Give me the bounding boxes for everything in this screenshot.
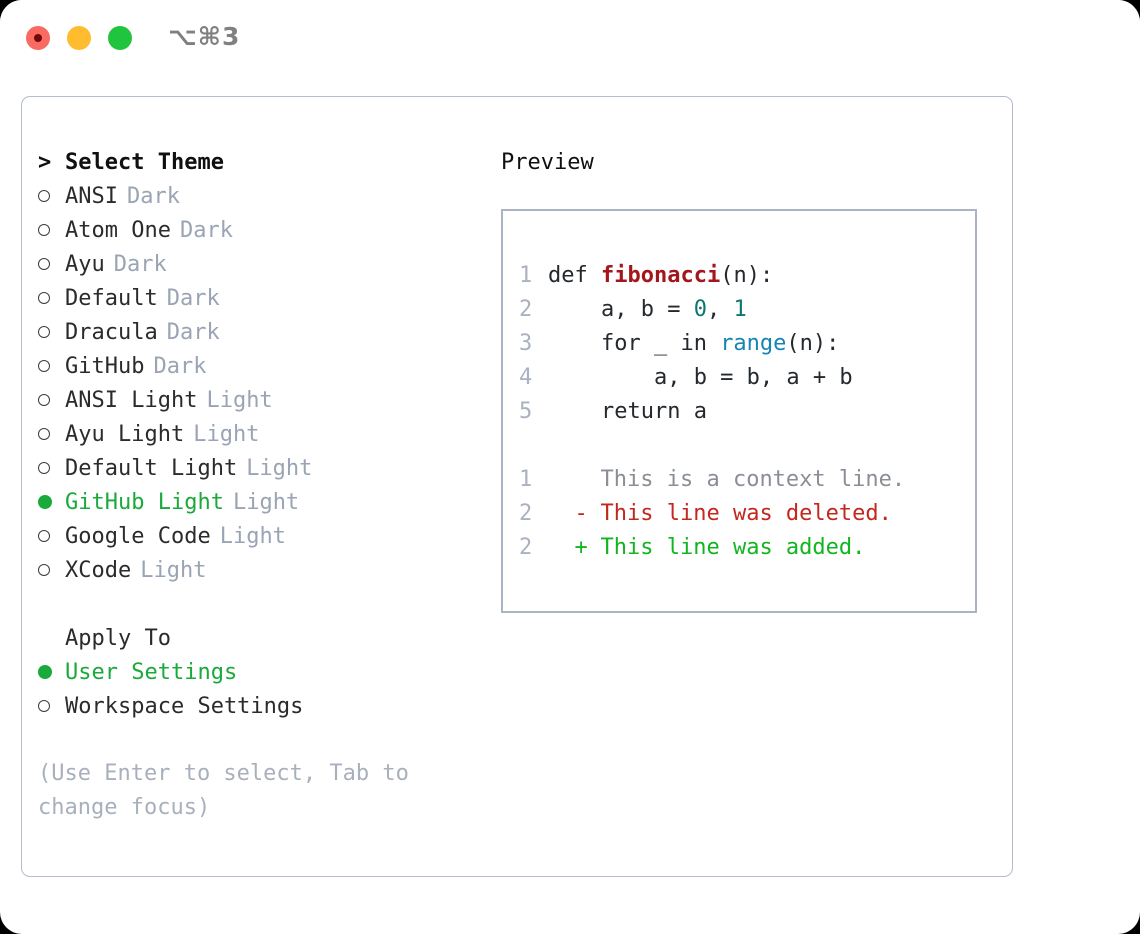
theme-item-variant: Light bbox=[219, 523, 286, 549]
theme-item-default-light[interactable]: Default Light Light bbox=[38, 451, 478, 485]
prompt-marker: > bbox=[38, 149, 52, 175]
diff-sample: 1 This is a context line.2 -This line wa… bbox=[519, 462, 963, 564]
code-token: def bbox=[548, 262, 601, 288]
code-token: 0 bbox=[693, 296, 707, 322]
diff-marker: - bbox=[574, 500, 588, 526]
theme-item-variant: Dark bbox=[113, 251, 167, 277]
theme-item-github-light[interactable]: GitHub Light Light bbox=[38, 485, 478, 519]
code-token: range bbox=[720, 330, 787, 356]
code-token: , bbox=[706, 296, 734, 322]
theme-item-ansi-light[interactable]: ANSI Light Light bbox=[38, 383, 478, 417]
apply-to-option-label: User Settings bbox=[65, 659, 238, 685]
theme-item-variant: Light bbox=[140, 557, 207, 583]
theme-item-atom-one[interactable]: Atom One Dark bbox=[38, 213, 478, 247]
theme-item-label: ANSI bbox=[65, 183, 118, 209]
line-number: 2 bbox=[519, 296, 533, 322]
code-line: 2 a, b = 0, 1 bbox=[519, 292, 963, 326]
apply-to-title: Apply To bbox=[65, 625, 171, 651]
theme-item-label: Ayu bbox=[65, 251, 105, 277]
diff-text: This is a context line. bbox=[600, 466, 906, 492]
code-token: return a bbox=[548, 398, 707, 424]
line-number: 3 bbox=[519, 330, 533, 356]
list-spacer bbox=[38, 587, 478, 621]
theme-item-xcode[interactable]: XCode Light bbox=[38, 553, 478, 587]
theme-item-label: Dracula bbox=[65, 319, 158, 345]
theme-item-variant: Dark bbox=[126, 183, 180, 209]
theme-item-label: Ayu Light bbox=[65, 421, 185, 447]
code-token: (n): bbox=[720, 262, 774, 288]
code-line: 1 def fibonacci(n): bbox=[519, 258, 963, 292]
apply-to-option-workspace-settings[interactable]: Workspace Settings bbox=[38, 689, 478, 723]
theme-item-label: XCode bbox=[65, 557, 132, 583]
diff-line: 2 + This line was added. bbox=[519, 530, 963, 564]
keyboard-hint: (Use Enter to select, Tab to change focu… bbox=[38, 761, 409, 820]
theme-item-github[interactable]: GitHub Dark bbox=[38, 349, 478, 383]
code-token: 1 bbox=[733, 296, 747, 322]
theme-item-variant: Light bbox=[206, 387, 273, 413]
theme-item-variant: Dark bbox=[166, 285, 220, 311]
line-number: 4 bbox=[519, 364, 533, 390]
line-number: 2 bbox=[519, 500, 533, 526]
diff-gutter-pad bbox=[548, 535, 575, 560]
theme-item-variant: Dark bbox=[153, 353, 207, 379]
code-token: for _ in bbox=[548, 330, 721, 356]
preview-title: Preview bbox=[501, 149, 594, 175]
theme-item-label: Default bbox=[65, 285, 158, 311]
diff-line: 1 This is a context line. bbox=[519, 462, 963, 496]
theme-item-label: GitHub Light bbox=[65, 489, 224, 515]
theme-item-label: Default Light bbox=[65, 455, 238, 481]
diff-marker bbox=[575, 467, 601, 492]
theme-item-label: ANSI Light bbox=[65, 387, 198, 413]
theme-item-default[interactable]: Default Dark bbox=[38, 281, 478, 315]
code-line: 4 a, b = b, a + b bbox=[519, 360, 963, 394]
code-token: a, b = b, a + b bbox=[548, 364, 853, 390]
diff-gutter-pad bbox=[548, 467, 575, 492]
line-number: 5 bbox=[519, 398, 533, 424]
apply-to-option-user-settings[interactable]: User Settings bbox=[38, 655, 478, 689]
theme-item-google-code[interactable]: Google Code Light bbox=[38, 519, 478, 553]
theme-item-variant: Light bbox=[246, 455, 313, 481]
keyboard-shortcut-label: ⌥⌘3 bbox=[168, 22, 241, 51]
theme-item-ayu-light[interactable]: Ayu Light Light bbox=[38, 417, 478, 451]
theme-picker-header: > Select Theme bbox=[38, 145, 478, 179]
code-line: 5 return a bbox=[519, 394, 963, 428]
theme-item-variant: Light bbox=[232, 489, 300, 515]
theme-item-label: Atom One bbox=[65, 217, 171, 243]
theme-item-variant: Light bbox=[193, 421, 260, 447]
page-title: Select Theme bbox=[65, 149, 224, 175]
apply-to-option-label: Workspace Settings bbox=[65, 693, 304, 719]
window-controls bbox=[26, 26, 132, 50]
line-number: 2 bbox=[519, 534, 533, 560]
diff-gutter-pad bbox=[548, 501, 575, 526]
code-line: 3 for _ in range(n): bbox=[519, 326, 963, 360]
code-token: (n): bbox=[786, 330, 840, 356]
theme-item-variant: Dark bbox=[166, 319, 220, 345]
theme-item-ayu[interactable]: Ayu Dark bbox=[38, 247, 478, 281]
theme-item-variant: Dark bbox=[179, 217, 233, 243]
diff-text: This line was deleted. bbox=[600, 500, 892, 526]
maximize-button[interactable] bbox=[108, 26, 132, 50]
line-number: 1 bbox=[519, 466, 533, 492]
code-token: a, b = bbox=[548, 296, 694, 322]
minimize-button[interactable] bbox=[67, 26, 91, 50]
diff-marker: + bbox=[574, 534, 588, 560]
theme-item-label: Google Code bbox=[65, 523, 211, 549]
title-bar: ⌥⌘3 bbox=[0, 0, 1140, 78]
line-number: 1 bbox=[519, 262, 533, 288]
theme-item-ansi[interactable]: ANSI Dark bbox=[38, 179, 478, 213]
diff-text: This line was added. bbox=[600, 534, 866, 560]
theme-item-dracula[interactable]: Dracula Dark bbox=[38, 315, 478, 349]
close-button[interactable] bbox=[26, 26, 50, 50]
code-token: fibonacci bbox=[600, 262, 721, 288]
theme-item-label: GitHub bbox=[65, 353, 145, 379]
diff-line: 2 -This line was deleted. bbox=[519, 496, 963, 530]
